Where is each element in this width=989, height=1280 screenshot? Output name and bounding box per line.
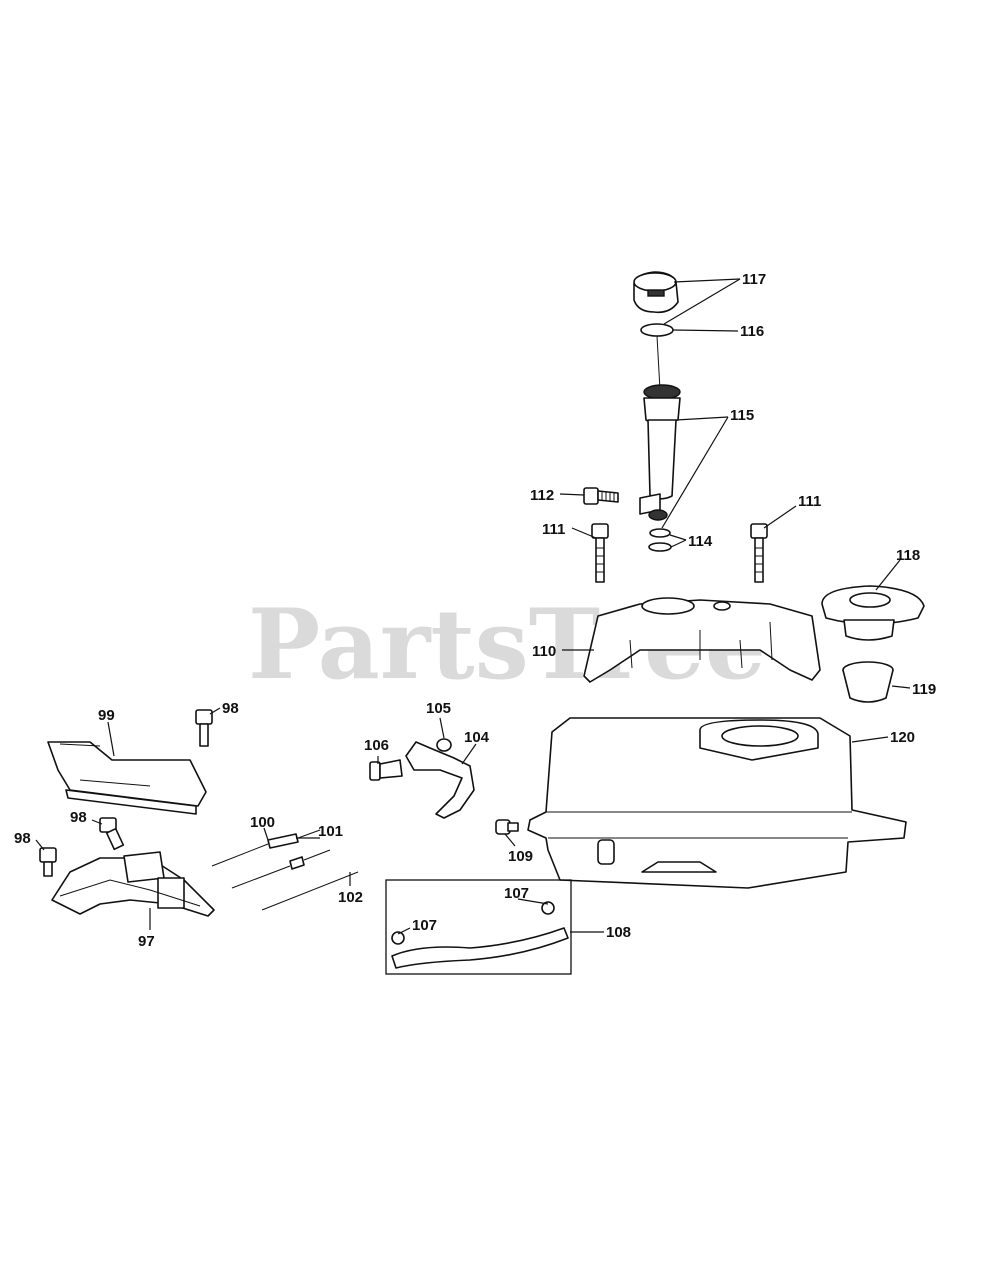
callout-108: 108 (606, 924, 631, 941)
callout-112: 112 (530, 487, 554, 504)
part-110-shroud (583, 597, 821, 683)
part-111-bolt-right (750, 523, 768, 583)
part-116-o-ring (640, 323, 674, 337)
part-117-dipstick-cap (633, 271, 679, 314)
callout-111-left: 111 (542, 521, 565, 538)
part-102-rod (261, 871, 359, 911)
callout-97: 97 (138, 933, 155, 950)
callout-107-left: 107 (412, 917, 437, 934)
part-108-fuel-line (391, 927, 569, 969)
callout-118: 118 (896, 547, 920, 564)
part-107-clamp-right (541, 901, 555, 915)
callout-101: 101 (318, 823, 343, 840)
callout-114: 114 (688, 533, 713, 550)
part-112-bolt (583, 487, 619, 505)
part-100-spring (211, 829, 321, 867)
part-109-nut (495, 819, 519, 835)
callout-98-mid: 98 (70, 809, 87, 826)
callout-107-right: 107 (504, 885, 529, 902)
part-98-bolt-mid (99, 817, 125, 851)
leader-lines (35, 278, 911, 935)
callout-98-left: 98 (14, 830, 31, 847)
part-119-strainer (842, 661, 894, 703)
callout-115: 115 (730, 407, 754, 424)
part-107-clamp-left (391, 931, 405, 945)
dipstick-rod (656, 335, 661, 391)
part-105-nut (436, 738, 452, 752)
callout-98-top: 98 (222, 700, 239, 717)
callout-100: 100 (250, 814, 275, 831)
part-120-fuel-tank (527, 717, 907, 889)
callout-104: 104 (464, 729, 490, 746)
callout-117: 117 (742, 271, 766, 288)
part-118-fuel-cap (821, 585, 925, 641)
callout-109: 109 (508, 848, 533, 865)
callout-119: 119 (912, 681, 936, 698)
part-98-bolt-top (195, 709, 213, 747)
fuel-line-kit-box (385, 879, 572, 975)
part-115-fill-tube (639, 384, 681, 521)
part-101-rod (231, 849, 331, 889)
callout-110: 110 (532, 643, 556, 660)
callout-106: 106 (364, 737, 389, 754)
part-111-bolt-left (591, 523, 609, 583)
part-98-bolt-left (39, 847, 57, 877)
callout-111-right: 111 (798, 493, 821, 510)
part-97-throttle-bracket (51, 851, 215, 917)
callout-116: 116 (740, 323, 764, 340)
part-99-cover (47, 741, 207, 815)
callout-105: 105 (426, 700, 451, 717)
part-106-bolt (369, 759, 403, 781)
callout-99: 99 (98, 707, 115, 724)
callout-102: 102 (338, 889, 363, 906)
part-114-washers (648, 528, 672, 552)
part-104-clamp-arm (405, 741, 475, 819)
callout-120: 120 (890, 729, 915, 746)
